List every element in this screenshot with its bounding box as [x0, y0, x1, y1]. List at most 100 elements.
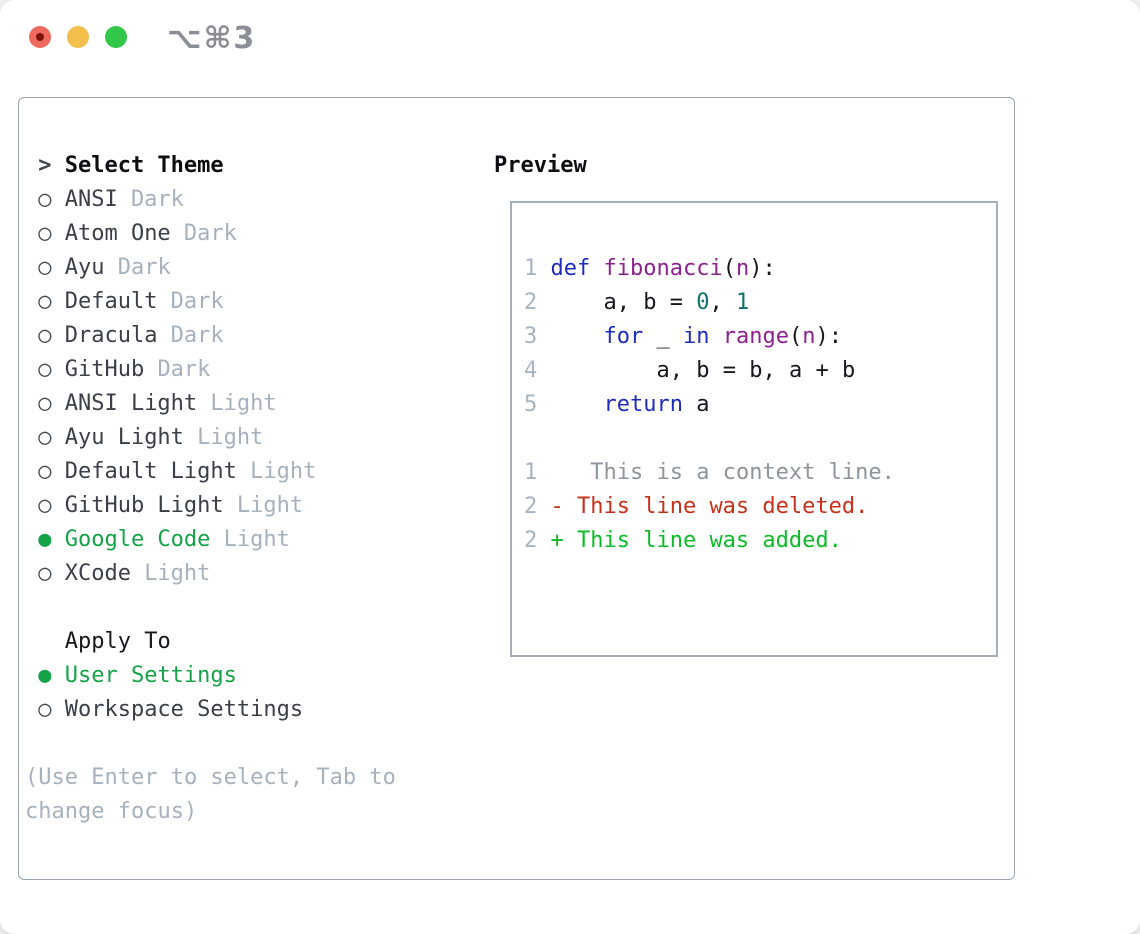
line-number — [524, 426, 551, 451]
theme-option-dracula[interactable]: ○ Dracula Dark — [25, 319, 477, 353]
theme-name: Ayu Light — [64, 425, 184, 450]
minimize-button-icon[interactable] — [67, 26, 89, 48]
spacer — [25, 727, 477, 761]
theme-name: Google Code — [64, 527, 211, 552]
code-token — [551, 290, 604, 315]
code-line: 2 - This line was deleted. — [524, 490, 996, 524]
apply-option-workspace-settings[interactable]: ○Workspace Settings — [25, 693, 477, 727]
code-token — [590, 256, 603, 281]
code-line: 1 This is a context line. — [524, 456, 996, 490]
radio-unselected-icon: ○ — [38, 459, 52, 484]
theme-variant-tag: Light — [250, 459, 317, 484]
theme-name: GitHub — [64, 357, 145, 382]
spacer — [25, 591, 477, 625]
code-token — [551, 460, 591, 485]
code-token: a — [603, 290, 617, 315]
code-token: 1 — [735, 290, 750, 315]
code-token: n — [802, 324, 816, 349]
preview-column: Preview 1 def fibonacci(n):2 a, b = 0, 1… — [494, 149, 998, 657]
apply-option-label: User Settings — [64, 663, 237, 688]
code-token: b — [841, 358, 856, 383]
line-number: 4 — [524, 358, 551, 383]
close-button-icon[interactable] — [29, 26, 51, 48]
code-token: 0 — [696, 290, 710, 315]
code-token: b — [643, 290, 657, 315]
apply-to-header-row: Apply To — [25, 625, 477, 659]
radio-unselected-icon: ○ — [38, 493, 52, 518]
theme-variant-tag: Dark — [130, 187, 184, 212]
cursor-icon: > — [38, 153, 52, 178]
code-token — [683, 392, 696, 417]
theme-variant-tag: Light — [223, 527, 290, 552]
window-controls — [29, 26, 127, 48]
radio-unselected-icon: ○ — [38, 323, 52, 348]
radio-selected-icon: ● — [38, 663, 52, 688]
theme-variant-tag: Light — [197, 425, 264, 450]
code-token — [551, 324, 604, 349]
code-token: a — [656, 358, 670, 383]
code-token: , — [762, 358, 789, 383]
code-token: in — [682, 324, 710, 349]
code-token: , — [616, 290, 644, 315]
theme-variant-tag: Light — [236, 493, 304, 518]
theme-name: XCode — [64, 561, 131, 586]
code-token: = — [709, 358, 750, 383]
code-token: ( — [722, 256, 736, 281]
theme-name: ANSI Light — [64, 391, 198, 416]
theme-variant-tag: Dark — [157, 357, 211, 382]
line-number: 2 — [524, 290, 551, 315]
code-token: for — [603, 324, 644, 349]
theme-option-ayu[interactable]: ○ Ayu Dark — [25, 251, 477, 285]
theme-variant-tag: Dark — [117, 255, 171, 280]
theme-variant-tag: Dark — [170, 323, 224, 348]
code-line: 2 + This line was added. — [524, 524, 996, 558]
code-token: range — [722, 324, 789, 349]
code-token — [709, 324, 722, 349]
theme-name: ANSI — [64, 187, 118, 212]
code-line: 1 def fibonacci(n): — [524, 252, 996, 286]
theme-name: GitHub Light — [64, 493, 224, 518]
line-number: 1 — [524, 460, 551, 485]
theme-variant-tag: Dark — [183, 221, 237, 246]
apply-option-user-settings[interactable]: ● User Settings — [25, 659, 477, 693]
code-line: 3 for _ in range(n): — [524, 320, 996, 354]
theme-name: Dracula — [64, 323, 158, 348]
theme-option-github-light[interactable]: ○ GitHub Light Light — [25, 489, 477, 523]
line-number: 1 — [524, 256, 551, 281]
preview-header: Preview — [494, 153, 587, 178]
theme-variant-tag: Dark — [170, 289, 224, 314]
code-token: b — [696, 358, 710, 383]
code-token — [551, 358, 657, 383]
code-token: = — [656, 290, 697, 315]
code-line — [524, 422, 996, 456]
line-number: 5 — [524, 392, 551, 417]
code-token: return — [603, 392, 683, 417]
code-token: ( — [788, 324, 803, 349]
code-line: 4 a, b = b, a + b — [524, 354, 996, 388]
line-number: 2 — [524, 494, 551, 519]
radio-unselected-icon: ○ — [38, 561, 52, 586]
code-token: ): — [815, 324, 842, 349]
radio-unselected-icon: ○ — [38, 391, 52, 416]
code-token: fibonacci — [603, 256, 723, 281]
theme-name: Ayu — [64, 255, 105, 280]
code-token: , — [709, 290, 736, 315]
apply-to-list: ● User Settings ○Workspace Settings — [25, 659, 477, 727]
zoom-button-icon[interactable] — [105, 26, 127, 48]
code-token: a — [696, 392, 710, 417]
radio-unselected-icon: ○ — [38, 255, 52, 280]
code-token: , — [669, 358, 697, 383]
code-line: 2 a, b = 0, 1 — [524, 286, 996, 320]
